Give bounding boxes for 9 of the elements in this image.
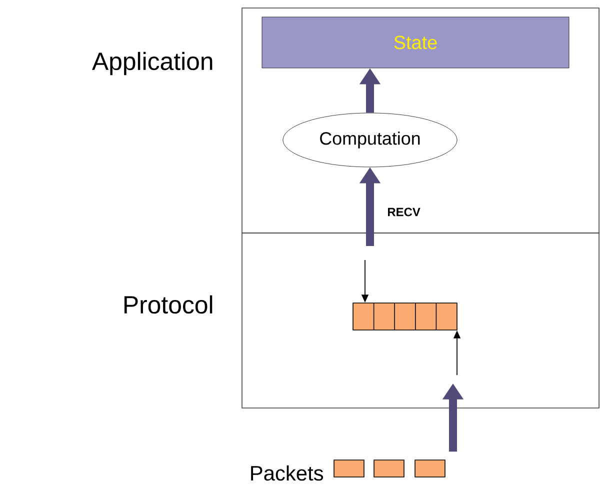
state-box: State xyxy=(262,16,570,68)
layer-label: Application xyxy=(92,52,212,76)
edge-label: RECV xyxy=(388,208,420,216)
queue-drawing xyxy=(352,302,458,330)
layer-label: Protocol xyxy=(124,295,212,314)
packet-box xyxy=(374,460,404,478)
packet-box xyxy=(334,460,364,478)
packet-box xyxy=(414,460,446,478)
text-label: Packets xyxy=(251,465,324,481)
